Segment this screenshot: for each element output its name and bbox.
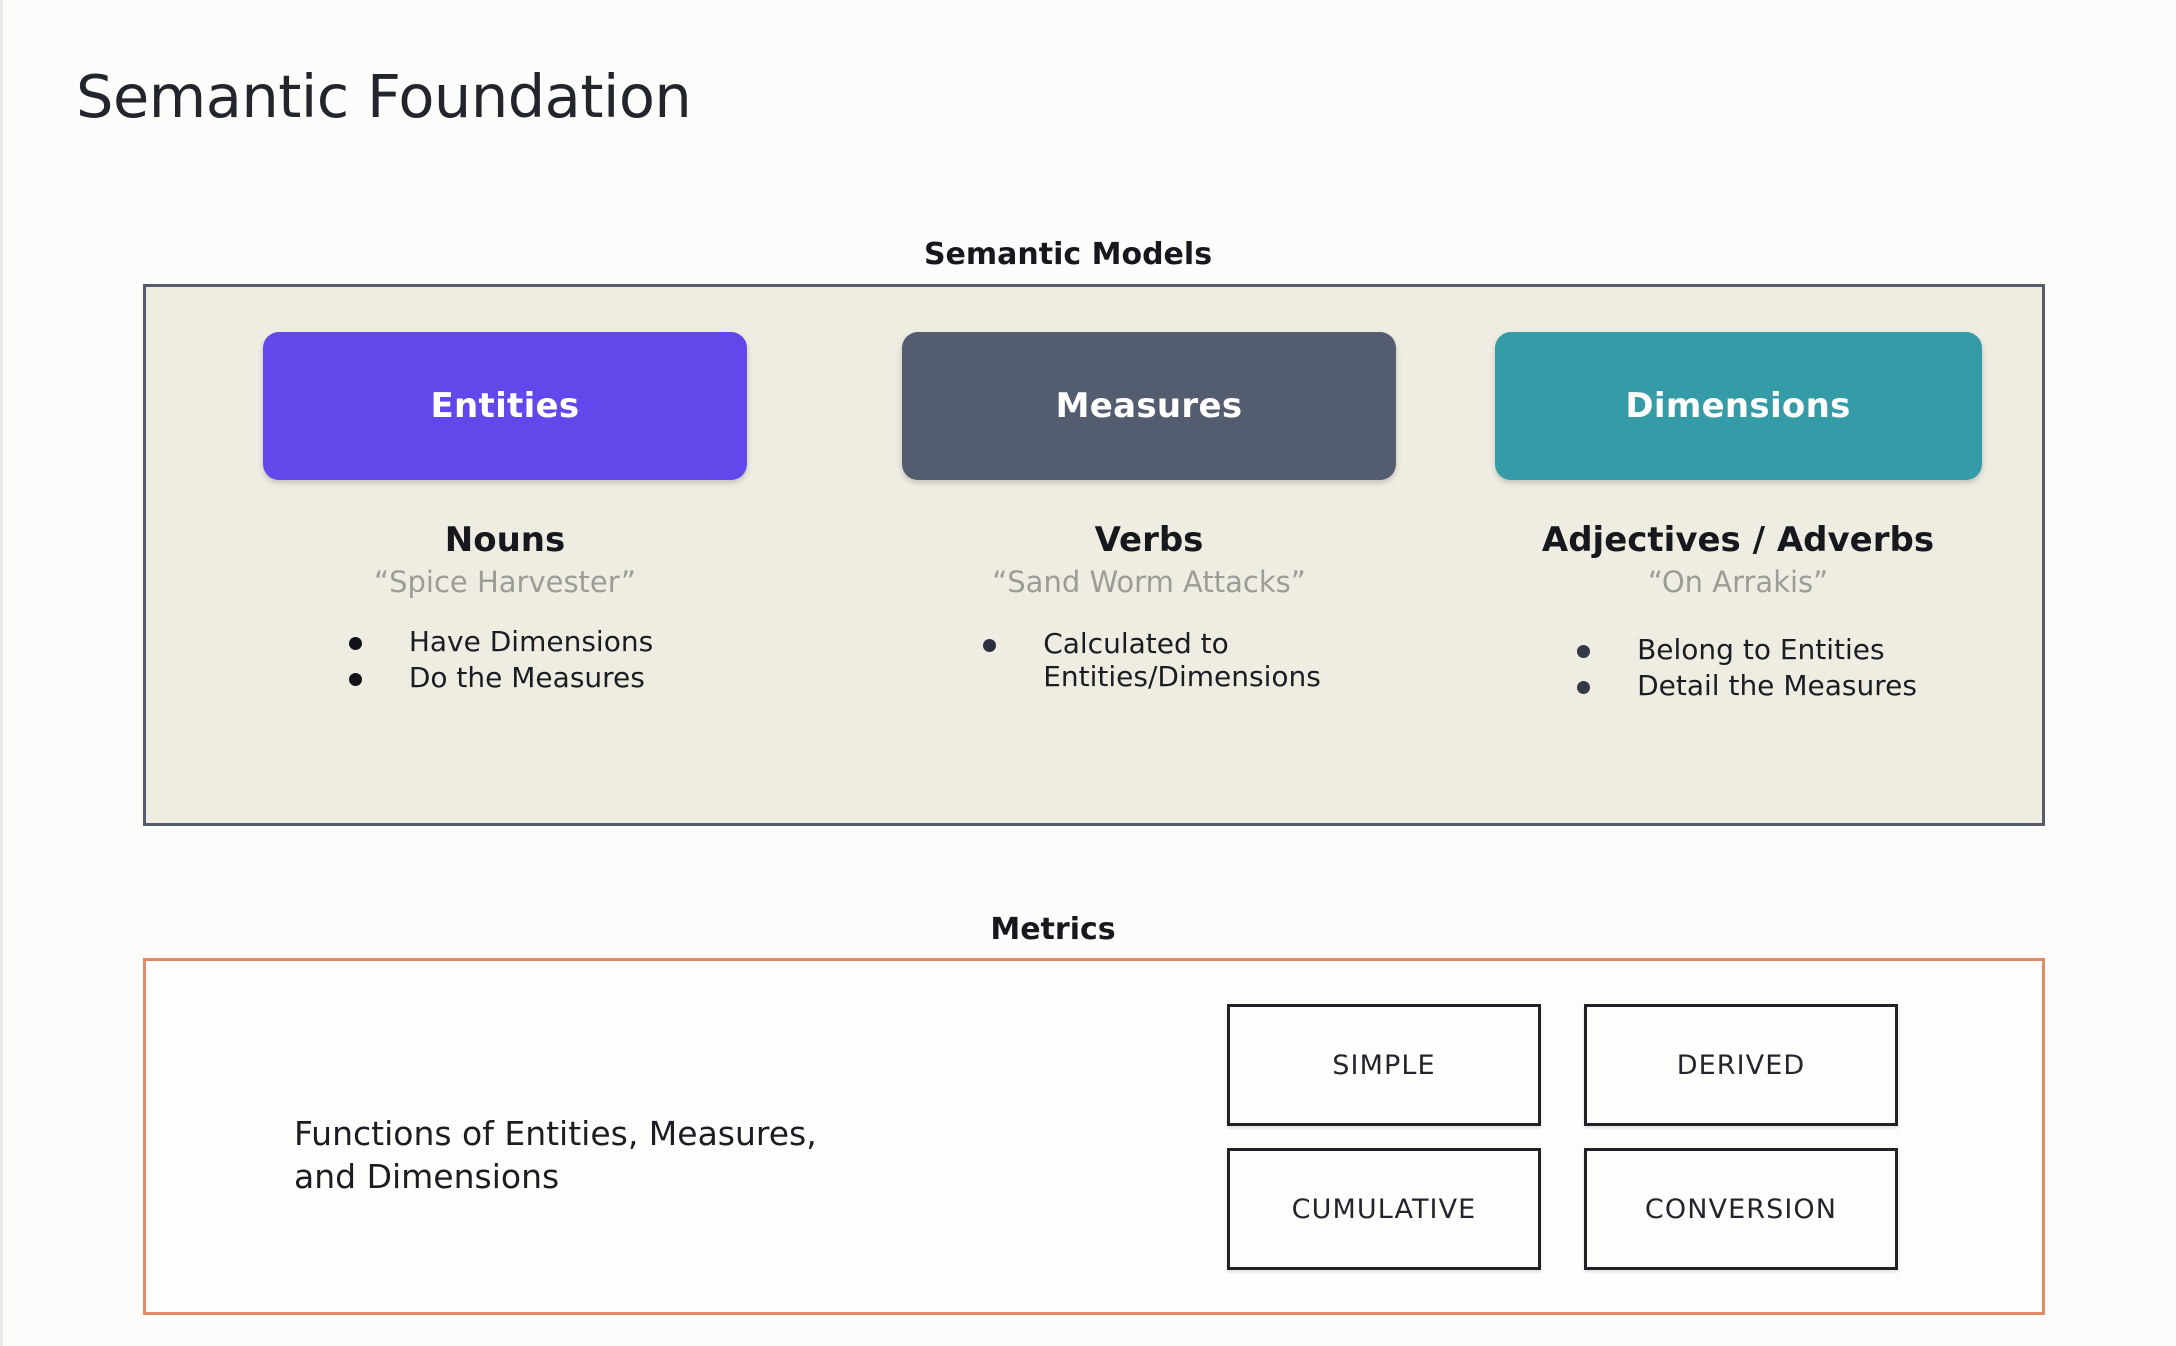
dimensions-part-of-speech: Adjectives / Adverbs [1541, 520, 1935, 560]
left-edge-line [0, 0, 3, 1346]
semantic-models-columns: Entities Nouns “Spice Harvester” Have Di… [146, 287, 2042, 823]
list-item: Have Dimensions [348, 624, 654, 659]
dimensions-example: “On Arrakis” [1647, 564, 1829, 599]
bullet-text: Detail the Measures [1637, 669, 1917, 703]
semantic-models-panel: Entities Nouns “Spice Harvester” Have Di… [143, 284, 2045, 826]
metrics-panel: Functions of Entities, Measures, and Dim… [143, 958, 2045, 1315]
measures-pill[interactable]: Measures [902, 332, 1396, 480]
measures-bullet-list: Calculated to Entities/Dimensions [983, 627, 1321, 694]
list-item: Detail the Measures [1577, 669, 1917, 703]
metrics-heading: Metrics [0, 912, 2176, 947]
metrics-type-grid: SIMPLE DERIVED CUMULATIVE CONVERSION [1227, 1004, 1898, 1270]
list-item: Belong to Entities [1577, 633, 1917, 667]
bullet-text: Calculated to Entities/Dimensions [1043, 626, 1321, 694]
semantic-models-heading: Semantic Models [0, 237, 2176, 272]
measures-part-of-speech: Verbs [1094, 520, 1204, 560]
bullet-dot-icon [348, 673, 362, 687]
entities-bullet-list: Have Dimensions Do the Measures [348, 624, 654, 695]
bullet-dot-icon [1577, 644, 1591, 658]
model-column-measures: Measures Verbs “Sand Worm Attacks” Calcu… [824, 332, 1474, 823]
measures-example: “Sand Worm Attacks” [992, 564, 1306, 599]
dimensions-pill[interactable]: Dimensions [1494, 332, 1982, 480]
metrics-description: Functions of Entities, Measures, and Dim… [294, 1114, 817, 1196]
list-item: Calculated to Entities/Dimensions [983, 627, 1321, 694]
model-column-dimensions: Dimensions Adjectives / Adverbs “On Arra… [1474, 332, 2002, 823]
metrics-heading-text: Metrics [990, 912, 1116, 947]
metric-box-conversion[interactable]: CONVERSION [1584, 1148, 1898, 1270]
bullet-text: Belong to Entities [1637, 632, 1885, 666]
list-item: Do the Measures [348, 661, 653, 695]
bullet-text: Have Dimensions [408, 624, 654, 658]
entities-example: “Spice Harvester” [374, 564, 636, 599]
model-column-entities: Entities Nouns “Spice Harvester” Have Di… [186, 332, 824, 823]
entities-pill[interactable]: Entities [263, 332, 747, 480]
metric-box-simple[interactable]: SIMPLE [1227, 1004, 1541, 1126]
bullet-dot-icon [983, 638, 997, 652]
bullet-text: Do the Measures [408, 661, 645, 695]
metric-box-cumulative[interactable]: CUMULATIVE [1227, 1148, 1541, 1270]
bullet-dot-icon [348, 636, 362, 650]
page-title: Semantic Foundation [76, 62, 692, 131]
entities-part-of-speech: Nouns [444, 520, 566, 560]
metric-box-derived[interactable]: DERIVED [1584, 1004, 1898, 1126]
dimensions-bullet-list: Belong to Entities Detail the Measures [1577, 633, 1917, 703]
bullet-dot-icon [1577, 681, 1591, 695]
semantic-models-heading-text: Semantic Models [923, 237, 1213, 272]
